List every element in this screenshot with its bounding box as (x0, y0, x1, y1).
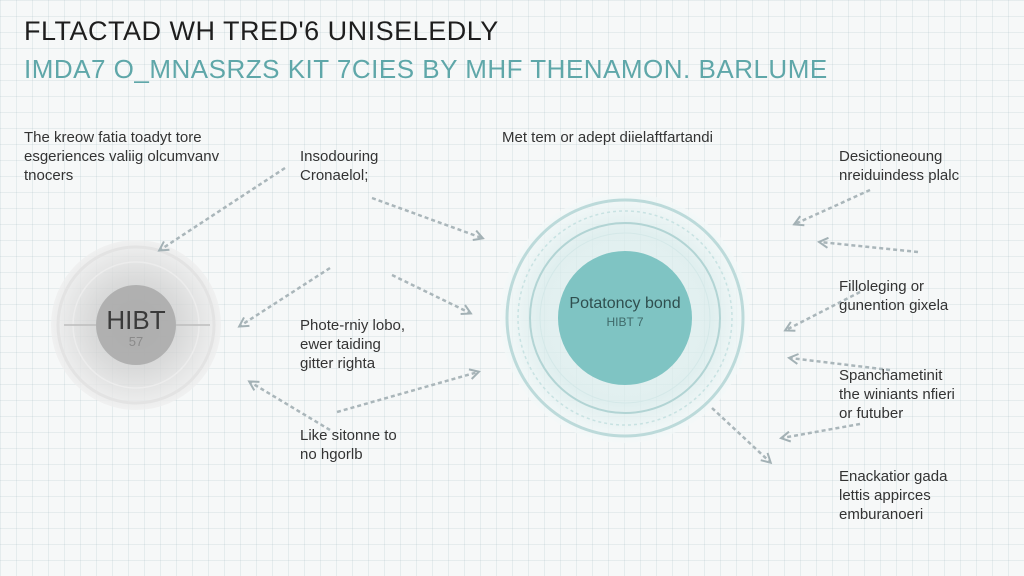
left-text-line: The kreow fatia toadyt tore (24, 129, 202, 146)
diagram-title: FLTACTAD WH TRED'6 UNISELEDLY (24, 16, 499, 46)
arrow-to-center-top (371, 196, 482, 238)
right-text-line: Filloleging or (839, 278, 925, 295)
right-text-block-2: Filloleging or gunention gixela (839, 277, 948, 315)
left-text-block: The kreow fatia toadyt tore esgeriences … (24, 128, 219, 185)
arrow-right-top-a (795, 188, 871, 224)
left-text-line: esgeriences valiig olcumvanv (24, 148, 220, 165)
arrow-right-mid-b (790, 358, 891, 372)
center-node-title: Potatoncy bond (569, 295, 681, 312)
left-node-title: HIBT (106, 305, 166, 335)
right-text-line: gunention gixela (839, 297, 949, 314)
right-text-line: Spanchametinit (839, 367, 943, 384)
left-node-sublabel: 57 (128, 334, 144, 349)
mid-text-block-1: Insodouring Cronaelol; (300, 147, 378, 185)
right-text-line: Enackatior gada (839, 468, 948, 485)
arrow-left-low (250, 382, 331, 432)
center-node-sublabel: HIBT 7 (606, 315, 644, 329)
mid-text-line: no hgorlb (300, 446, 363, 463)
diagram-subtitle: IMDA7 O_MNASRZS KIT 7CIES BY MHF THENAMO… (24, 54, 828, 84)
right-text-block-3: Spanchametinit the winiants nfieri or fu… (839, 366, 955, 423)
center-node-label: Potatoncy bond HIBT 7 (545, 294, 705, 330)
right-text-line: or futuber (839, 405, 904, 422)
right-text-block-1: Desictioneoung nreiduindess plalc (839, 147, 959, 185)
left-text-line: tnocers (24, 167, 74, 184)
arrow-right-low-a (782, 422, 861, 438)
mid-text-block-2: Phote-rniy lobo, ewer taiding gitter rig… (300, 316, 405, 373)
center-node (500, 193, 750, 443)
right-text-line: lettis appirces (839, 487, 931, 504)
arrow-right-top-b (820, 242, 919, 254)
right-text-line: Desictioneoung (839, 148, 943, 165)
arrow-left-up (160, 166, 286, 250)
right-text-block-4: Enackatior gada lettis appirces emburano… (839, 467, 947, 524)
arrow-to-center-mid (391, 273, 470, 313)
arrow-group (160, 166, 919, 462)
top-center-text: Met tem or adept diielaftfartandi (502, 129, 713, 146)
right-text-line: emburanoeri (839, 506, 924, 523)
arrow-right-low-b (711, 407, 770, 462)
left-node (51, 240, 221, 410)
mid-text-line: Cronaelol; (300, 167, 369, 184)
left-node-label: HIBT 57 (86, 306, 186, 350)
mid-text-line: Like sitonne to (300, 427, 397, 444)
right-text-line: nreiduindess plalc (839, 167, 960, 184)
arrow-left-mid (240, 266, 331, 326)
mid-text-line: ewer taiding (300, 336, 381, 353)
arrow-to-center-low (336, 372, 478, 414)
mid-text-block-3: Like sitonne to no hgorlb (300, 426, 397, 464)
mid-text-line: Phote-rniy lobo, (300, 317, 406, 334)
right-text-line: the winiants nfieri (839, 386, 955, 403)
mid-text-line: Insodouring (300, 148, 379, 165)
mid-text-line: gitter righta (300, 355, 376, 372)
